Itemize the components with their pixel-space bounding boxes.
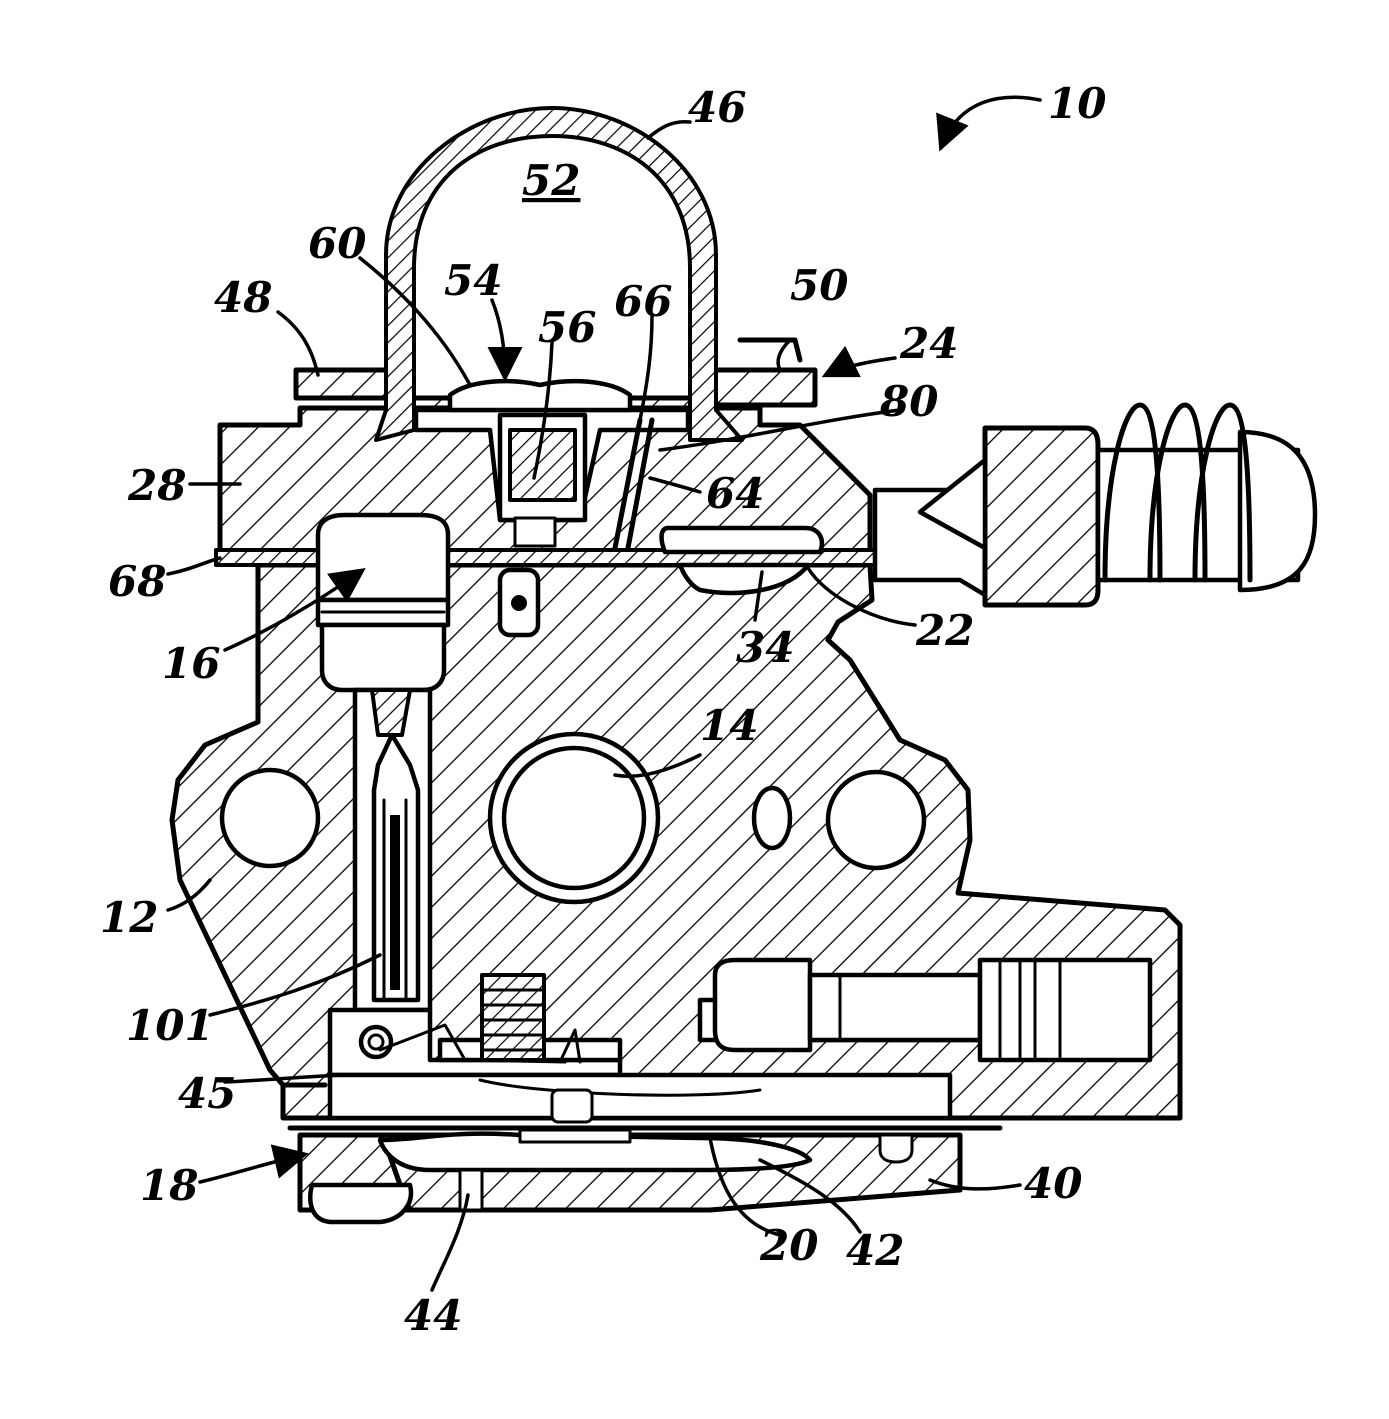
- throttle-bore: [490, 734, 658, 902]
- ref-20: 20: [759, 1221, 818, 1270]
- ref-54: 54: [444, 256, 502, 305]
- ref-45: 45: [178, 1069, 236, 1118]
- ref-34: 34: [736, 623, 794, 672]
- mount-hole-right: [828, 772, 924, 868]
- ref-50: 50: [790, 261, 848, 310]
- ref-40: 40: [1024, 1159, 1082, 1208]
- adjustment-screw-upper: [875, 405, 1315, 605]
- ref-60: 60: [308, 219, 366, 268]
- ref-80: 80: [879, 377, 938, 426]
- ref-24: 24: [899, 319, 958, 368]
- ref-42: 42: [846, 1226, 904, 1275]
- ref-10: 10: [1048, 79, 1106, 128]
- ref-22: 22: [915, 606, 974, 655]
- ref-56: 56: [538, 303, 596, 352]
- ref-14: 14: [700, 701, 758, 750]
- ref-44: 44: [404, 1291, 462, 1340]
- ref-12: 12: [100, 893, 158, 942]
- ref-46: 46: [688, 83, 746, 132]
- ref-18: 18: [140, 1161, 198, 1210]
- metering-screw-16: [318, 515, 448, 690]
- ref-66: 66: [614, 277, 672, 326]
- mount-hole-left: [222, 770, 318, 866]
- ref-101: 101: [126, 1001, 214, 1050]
- bottom-cover: [300, 1130, 960, 1222]
- ref-16: 16: [162, 639, 220, 688]
- ref-52: 52: [522, 156, 580, 205]
- ref-48: 48: [214, 273, 272, 322]
- ref-68: 68: [108, 557, 166, 606]
- ref-28: 28: [127, 461, 186, 510]
- ref-64: 64: [706, 469, 764, 518]
